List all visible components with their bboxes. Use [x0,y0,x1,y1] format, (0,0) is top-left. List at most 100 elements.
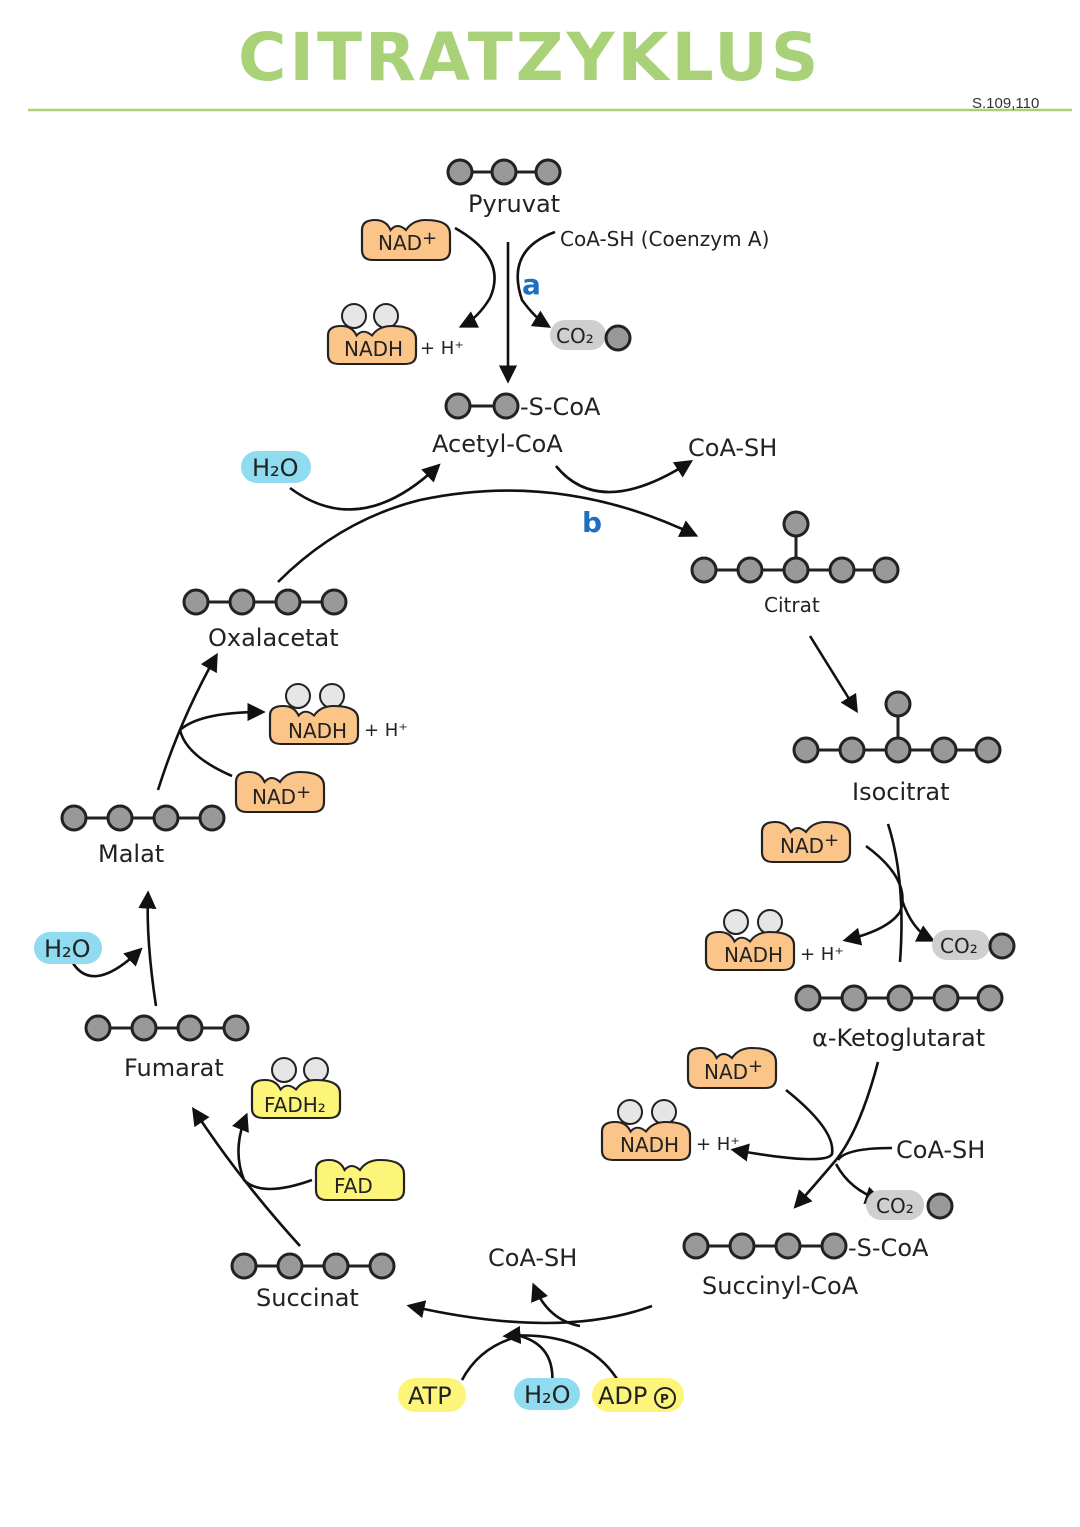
electron-icon [319,683,345,709]
h2o-label-fumarat: H₂O [44,935,91,963]
h2o-pill-fumarat [34,932,102,964]
succinyl-suffix: -S-CoA [848,1234,929,1262]
electron-icon [303,1057,329,1083]
atp-pill [398,1378,466,1412]
co2-pill-ketoglutarat [866,1190,924,1220]
succinat-label: Succinat [256,1284,359,1312]
nadh-label-top: NADH [344,337,403,361]
co2-label-top: CO₂ [556,324,594,348]
coa-sh-full-label: CoA-SH (Coenzym A) [560,227,769,251]
step-b-label: b [582,506,602,539]
succinyl-coa-label: Succinyl-CoA [702,1272,859,1300]
acetyl-suffix: -S-CoA [520,393,601,421]
isocitrat-to-ketoglutarat-arrow [886,823,903,963]
oxalacetat-molecule [182,588,348,616]
phosphate-icon [654,1387,676,1409]
adp-pill [592,1378,684,1412]
citrat-to-isocitrat-arrow [808,635,858,714]
electron-icon [723,909,749,935]
step-b-main-arrow [277,489,699,583]
h-plus-top: + H⁺ [420,338,464,359]
ketoglutarat-to-succinyl-arrow [793,1061,880,1209]
fumarat-to-malat-arrow [138,890,158,1007]
co2-pill-isocitrat [932,930,990,960]
ketoglutarat-label: α-Ketoglutarat [812,1024,985,1052]
atp-out-arrow [460,1334,521,1381]
page-reference: S.109,110 [972,95,1039,112]
co2-atom-ketoglutarat [926,1192,954,1220]
step-a-co2-arrow [516,230,556,328]
coa-sh-label-succinyl: CoA-SH [488,1244,577,1272]
ketoglutarat-coa-in-arrow [836,1146,893,1161]
h2o-label-succinyl: H₂O [524,1381,571,1409]
malat-molecule [60,804,226,832]
h2o-pill-succinyl [514,1378,580,1410]
electron-icon [341,303,367,329]
electron-icon [651,1099,677,1125]
succinyl-to-succinat-arrow [406,1300,653,1325]
h-plus-malat: + H⁺ [364,720,408,741]
ketoglutarat-molecule [794,984,1004,1012]
isocitrat-co2-arrow [900,899,936,942]
co2-label-isocitrat: CO₂ [940,934,978,958]
coa-sh-label-step-b: CoA-SH [688,434,777,462]
co2-atom-top [604,324,632,352]
adp-label: ADP [598,1382,647,1410]
fumarat-label: Fumarat [124,1054,224,1082]
atp-label: ATP [408,1382,452,1410]
malat-to-oxalacetat-arrow [156,652,218,791]
step-a-label: a [522,268,541,301]
co2-pill-top [550,320,606,350]
nad-plus-isocitrat: + [824,830,839,851]
nad-label-top: NAD [378,231,422,255]
nad-label-isocitrat: NAD [780,834,824,858]
co2-label-ketoglutarat: CO₂ [876,1194,914,1218]
phosphate-label: P [660,1392,669,1406]
h-plus-isocitrat: + H⁺ [800,944,844,965]
h-plus-ketoglutarat: + H⁺ [696,1134,740,1155]
succinat-to-fumarat-arrow [192,1106,301,1247]
acetyl-coa-molecule [444,392,520,420]
step-b-acetyl-in-arrow [289,463,441,511]
nadh-label-isocitrat: NADH [724,943,783,967]
step-a-nadh-arrow [454,226,496,328]
nadh-label-ketoglutarat: NADH [620,1133,679,1157]
coa-sh-label-ketoglutarat: CoA-SH [896,1136,985,1164]
pyruvat-label: Pyruvat [468,190,560,218]
succinyl-coa-out-arrow [531,1282,581,1328]
h2o-label-step-b: H₂O [252,454,299,482]
ketoglutarat-nadh-arrow [730,1088,834,1162]
nad-plus-top: + [422,228,437,249]
co2-atom-isocitrat [988,932,1016,960]
adp-in-arrow [502,1325,622,1385]
nad-label-malat: NAD [252,785,296,809]
h2o-to-malat-arrow [68,947,143,978]
citrat-molecule [690,510,900,584]
isocitrat-label: Isocitrat [852,778,950,806]
succinyl-coa-molecule [682,1232,848,1260]
pyruvat-molecule [446,158,562,186]
fadh2-label: FADH₂ [264,1093,326,1117]
acetyl-coa-label: Acetyl-CoA [432,430,563,458]
electron-icon [617,1099,643,1125]
step-b-coa-out-arrow [554,460,694,494]
electron-icon [285,683,311,709]
succinat-molecule [230,1252,396,1280]
fumarat-molecule [84,1014,250,1042]
isocitrat-nadh-arrow [842,844,904,946]
nad-plus-ketoglutarat: + [748,1056,763,1077]
h2o-pill-step-b [241,451,311,483]
electron-icon [271,1057,297,1083]
fad-label: FAD [334,1174,373,1198]
isocitrat-molecule [792,690,1002,764]
nad-label-ketoglutarat: NAD [704,1060,748,1084]
electron-icon [373,303,399,329]
oxalacetat-label: Oxalacetat [208,624,339,652]
nad-plus-malat: + [296,782,311,803]
electron-icon [757,909,783,935]
nadh-label-malat: NADH [288,719,347,743]
fad-to-fadh2-arrow [232,1112,313,1191]
page-title: CITRATZYKLUS [238,19,821,96]
malat-label: Malat [98,840,164,868]
